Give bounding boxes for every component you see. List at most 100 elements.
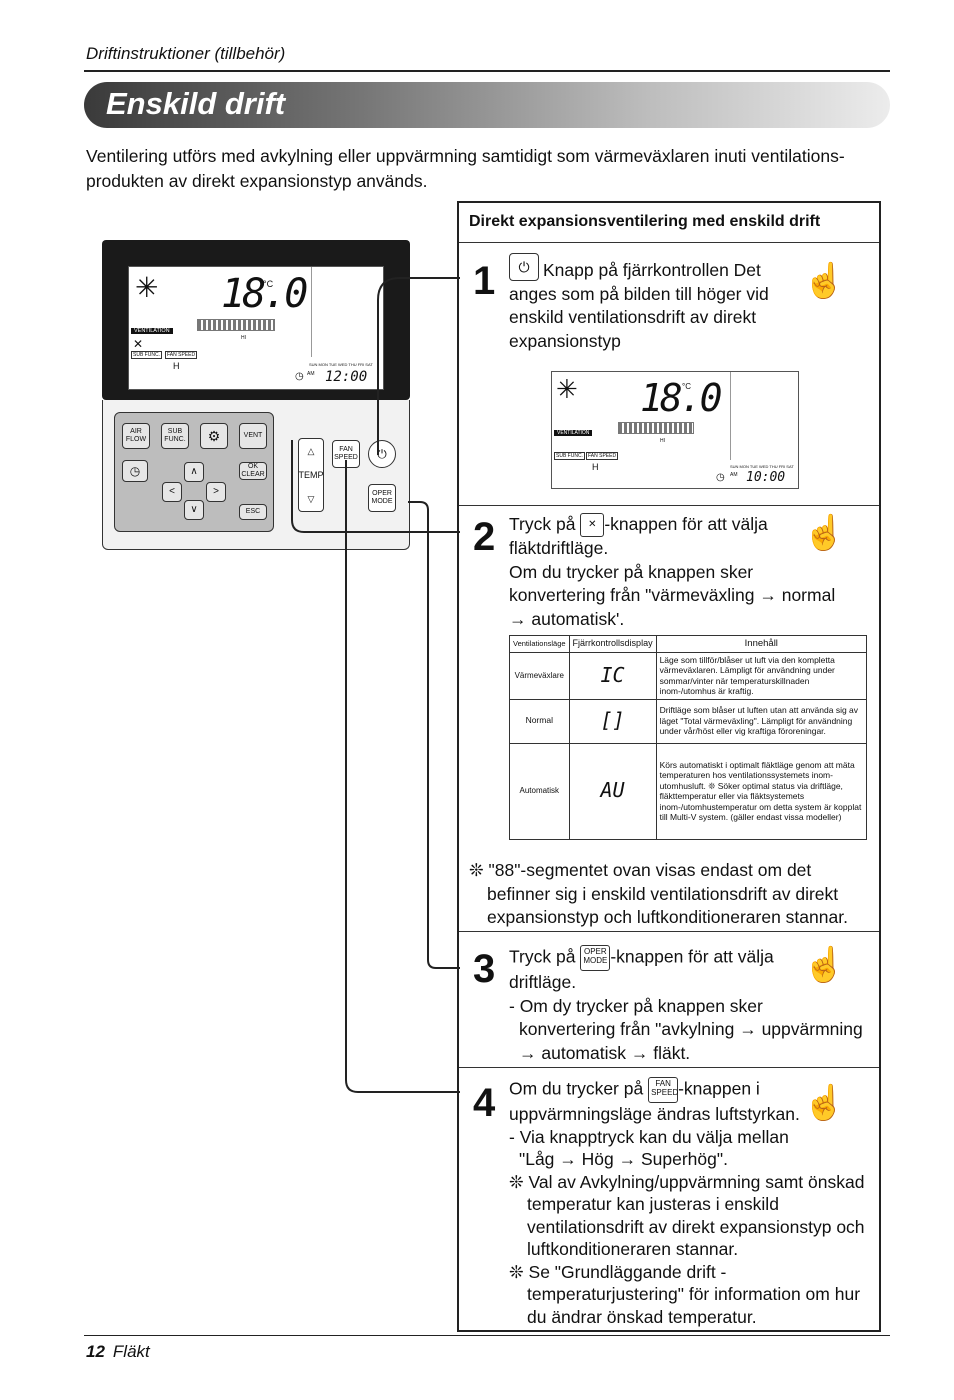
- chevron-left-icon: <: [169, 486, 175, 497]
- step1-lcd-hi: HI: [660, 438, 665, 444]
- table-header: Innehåll: [655, 635, 868, 653]
- fan-speed-icon: FAN SPEED: [648, 1077, 678, 1103]
- ok-clear-button[interactable]: OK CLEAR: [239, 462, 267, 480]
- table-row: Normal [] Driftläge som blåser ut luften…: [509, 698, 868, 744]
- step4-line4: "Låg → Hög → Superhög".: [519, 1149, 728, 1169]
- table-cell: AU: [568, 742, 657, 840]
- air-flow-button[interactable]: AIR FLOW: [122, 423, 150, 449]
- step3-post: -knappen för att välja: [610, 946, 774, 967]
- esc-button[interactable]: ESC: [239, 504, 267, 520]
- up-button[interactable]: ∧: [184, 462, 204, 482]
- note-88: ❊ "88"-segmentet ovan visas endast om de…: [469, 860, 848, 927]
- instructions-box: Direkt expansionsventilering med enskild…: [457, 201, 881, 1332]
- header-rule: [84, 70, 890, 72]
- down-button[interactable]: ∨: [184, 500, 204, 520]
- box-title: Direkt expansionsventilering med enskild…: [469, 213, 821, 230]
- chevron-down-icon: ∨: [190, 504, 198, 515]
- step2-line3: Om du trycker på knappen sker: [509, 561, 754, 582]
- step2-post: -knappen för att välja: [604, 514, 768, 534]
- fan-icon: ✕: [133, 337, 144, 351]
- fan-level-bar: [197, 319, 275, 331]
- table-cell: Automatisk: [509, 742, 570, 840]
- step2-line5: → automatisk'.: [509, 608, 625, 629]
- table-cell: Läge som tillför/blåser ut luft via den …: [655, 651, 868, 700]
- hand-press-icon: ☝: [803, 262, 846, 300]
- power-icon: ⏻: [377, 447, 387, 461]
- temp-label: TEMP: [298, 470, 324, 480]
- step3-line5: → automatisk → fläkt.: [519, 1042, 691, 1063]
- lcd-am: AM: [307, 371, 315, 377]
- chevron-right-icon: >: [213, 486, 219, 497]
- step1-number: 1: [473, 259, 496, 303]
- table-header: Fjärrkontrollsdisplay: [568, 635, 657, 653]
- hand-press-icon: ☝: [803, 514, 846, 552]
- temp-rocker[interactable]: △ TEMP ▽: [298, 438, 324, 512]
- sub-func-button[interactable]: SUB FUNC.: [161, 423, 189, 449]
- hand-press-icon: ☝: [803, 1084, 846, 1122]
- table-header: Ventilationsläge: [509, 635, 570, 653]
- connector-step1: [377, 277, 460, 455]
- clock-icon: ◷: [295, 371, 304, 382]
- step2-text: Tryck på ✕-knappen för att välja fläktdr…: [509, 513, 869, 631]
- table-cell: Körs automatiskt i optimalt fläktläge ge…: [655, 742, 868, 840]
- connector-step2: [291, 440, 460, 533]
- step4-pre: Om du trycker på: [509, 1078, 644, 1099]
- lcd-days: SUN MON TUE WED THU FRI SAT: [309, 362, 373, 367]
- left-button[interactable]: <: [162, 482, 182, 502]
- table-cell: IC: [568, 651, 657, 700]
- timer-button[interactable]: ◷: [122, 460, 148, 482]
- chevron-up-icon: ∧: [190, 466, 198, 477]
- connector-lines: [291, 277, 460, 1093]
- step1-lcd-unit: °C: [682, 382, 691, 391]
- table-row: Automatisk AU Körs automatiskt i optimal…: [509, 742, 868, 840]
- right-button[interactable]: >: [206, 482, 226, 502]
- controller-lcd: ✳ 18.0 °C VENTILATION HI ✕ SUB FUNC. FAN…: [128, 266, 384, 390]
- step1-lcd-ventilation: VENTILATION: [554, 430, 593, 436]
- intro-text: Ventilering utförs med avkylning eller u…: [86, 146, 845, 191]
- triangle-down-icon: ▽: [307, 494, 315, 504]
- table-cell: Driftläge som blåser ut luften utan att …: [655, 698, 868, 744]
- lcd-hi: HI: [241, 335, 246, 341]
- lcd-ventilation: VENTILATION: [131, 328, 173, 334]
- step4-post: -knappen i: [678, 1078, 760, 1099]
- clock-icon: ◷: [129, 464, 141, 478]
- step4-line3: - Via knapptryck kan du välja mellan: [509, 1126, 789, 1147]
- oper-mode-button[interactable]: OPER MODE: [368, 484, 396, 512]
- divider: [459, 931, 879, 932]
- lcd-clock: 12:00: [325, 369, 368, 385]
- section-header: Driftinstruktioner (tillbehör): [86, 44, 286, 63]
- step2-pre: Tryck på: [509, 514, 576, 534]
- step3-line2: driftläge.: [509, 972, 577, 992]
- lcd-unit: °C: [263, 279, 274, 289]
- table-cell: []: [568, 698, 657, 744]
- step4-note1: ❊ Val av Avkylning/uppvärmning samt önsk…: [509, 1171, 865, 1260]
- vent-button[interactable]: VENT: [239, 423, 267, 449]
- step1-lcd-sub-func: SUB FUNC.: [554, 452, 585, 460]
- step4-number: 4: [473, 1081, 496, 1125]
- triangle-up-icon: △: [307, 446, 315, 456]
- step1-fan-bar: [618, 422, 694, 434]
- step1-lcd-fan-level: H: [592, 462, 599, 472]
- settings-button[interactable]: ⚙: [200, 423, 228, 449]
- step1-lcd-fan-speed: FAN SPEED: [586, 452, 619, 460]
- footer-rule: [84, 1335, 890, 1336]
- power-button[interactable]: ⏻: [368, 440, 396, 468]
- divider: [459, 242, 879, 243]
- snowflake-icon: ✳: [556, 374, 578, 404]
- step1-lcd-days: SUN MON TUE WED THU FRI SAT: [730, 464, 794, 469]
- lcd-divider: [311, 267, 312, 357]
- connector-step4: [345, 460, 460, 1093]
- step1-text: Knapp på fjärrkontrollen Det anges som p…: [509, 260, 769, 351]
- step3-line4: konvertering från "avkylning → uppvärmni…: [519, 1019, 863, 1039]
- step4-note2: ❊ Se "Grundläggande drift - temperaturju…: [509, 1261, 861, 1327]
- step1-lcd-temp: 18.0: [640, 376, 722, 420]
- table-row: Värmeväxlare IC Läge som tillför/blåser …: [509, 651, 868, 700]
- snowflake-icon: ✳: [135, 272, 159, 303]
- step1-lcd-divider: [730, 372, 731, 460]
- lcd-fan-level: H: [173, 361, 180, 371]
- step3-pre: Tryck på: [509, 946, 576, 967]
- ventilation-mode-table: Ventilationsläge Fjärrkontrollsdisplay I…: [509, 635, 868, 840]
- remote-controller: ✳ 18.0 °C VENTILATION HI ✕ SUB FUNC. FAN…: [102, 240, 410, 550]
- lcd-sub-func: SUB FUNC.: [131, 351, 162, 359]
- step2-line2: fläktdriftläge.: [509, 538, 609, 559]
